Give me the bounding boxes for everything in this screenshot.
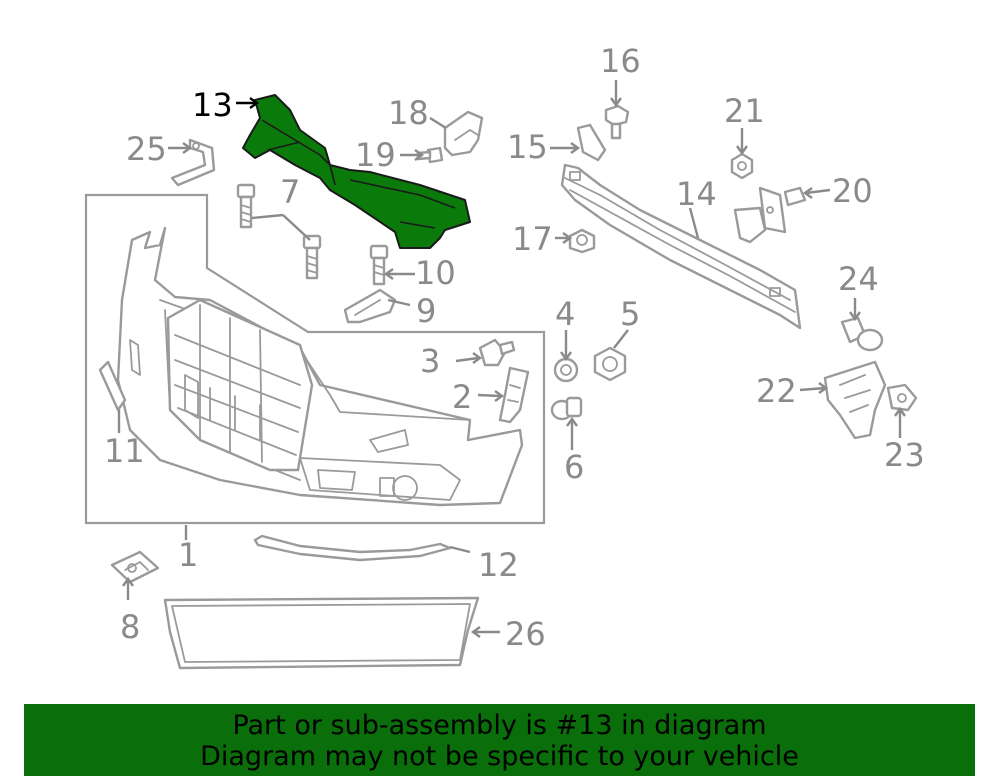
part-8-clip-nut[interactable]: [110, 550, 160, 584]
notice-banner: Part or sub-assembly is #13 in diagram D…: [24, 704, 975, 776]
label-21[interactable]: 21: [724, 92, 765, 130]
label-14[interactable]: 14: [676, 175, 717, 213]
part-20-bracket[interactable]: [733, 186, 807, 244]
part-3-push-pin[interactable]: [478, 338, 516, 367]
label-5[interactable]: 5: [620, 295, 640, 333]
bumper-cover[interactable]: [116, 226, 524, 507]
label-9[interactable]: 9: [416, 292, 436, 330]
part-19-screw[interactable]: [416, 146, 444, 164]
label-17[interactable]: 17: [512, 220, 553, 258]
leader-arrows: [122, 80, 906, 638]
part-17-nut[interactable]: [568, 228, 596, 254]
part-7-bolts[interactable]: [236, 183, 322, 280]
part-14-reinforcement[interactable]: [560, 163, 802, 330]
label-10[interactable]: 10: [415, 254, 456, 292]
part-21-nut[interactable]: [730, 152, 754, 180]
part-10-bolt[interactable]: [369, 244, 389, 286]
label-8[interactable]: 8: [120, 608, 140, 646]
label-12[interactable]: 12: [478, 546, 519, 584]
label-16[interactable]: 16: [600, 42, 641, 80]
part-4-grommet[interactable]: [553, 357, 579, 383]
label-19[interactable]: 19: [355, 136, 396, 174]
label-15[interactable]: 15: [507, 128, 548, 166]
parts-diagram: 1 2 3 4 5 6 7 8 9 10 11 12 13 14 15 16 1…: [84, 42, 925, 670]
part-16-bolt[interactable]: [604, 104, 630, 140]
part-11-reflector[interactable]: [98, 360, 127, 412]
label-25[interactable]: 25: [126, 130, 167, 168]
banner-line-2: Diagram may not be specific to your vehi…: [200, 741, 799, 772]
arrow-13-head: [249, 97, 260, 109]
part-22-bracket[interactable]: [823, 360, 887, 440]
part-2-bracket[interactable]: [498, 366, 530, 424]
part-26-lower-grille[interactable]: [163, 596, 480, 670]
label-26[interactable]: 26: [505, 615, 546, 653]
label-3[interactable]: 3: [420, 342, 440, 380]
label-11[interactable]: 11: [104, 432, 145, 470]
label-7[interactable]: 7: [280, 173, 300, 211]
label-2[interactable]: 2: [452, 378, 472, 416]
label-4[interactable]: 4: [555, 295, 575, 333]
label-23[interactable]: 23: [884, 436, 925, 474]
part-12-trim-strip[interactable]: [253, 534, 452, 562]
banner-line-1: Part or sub-assembly is #13 in diagram: [232, 710, 767, 741]
label-22[interactable]: 22: [756, 372, 797, 410]
part-13-highlighted[interactable]: [242, 94, 471, 249]
assembly-box: [84, 193, 546, 525]
label-20[interactable]: 20: [832, 172, 873, 210]
part-6-fastener[interactable]: [550, 396, 583, 421]
label-6[interactable]: 6: [564, 448, 584, 486]
label-24[interactable]: 24: [838, 260, 879, 298]
part-15-bracket[interactable]: [576, 123, 607, 162]
part-5-nut[interactable]: [593, 346, 627, 382]
label-1[interactable]: 1: [178, 536, 198, 574]
part-23-screw[interactable]: [886, 383, 918, 412]
part-24-clip[interactable]: [840, 316, 884, 352]
label-18[interactable]: 18: [388, 94, 429, 132]
label-13[interactable]: 13: [192, 86, 233, 124]
